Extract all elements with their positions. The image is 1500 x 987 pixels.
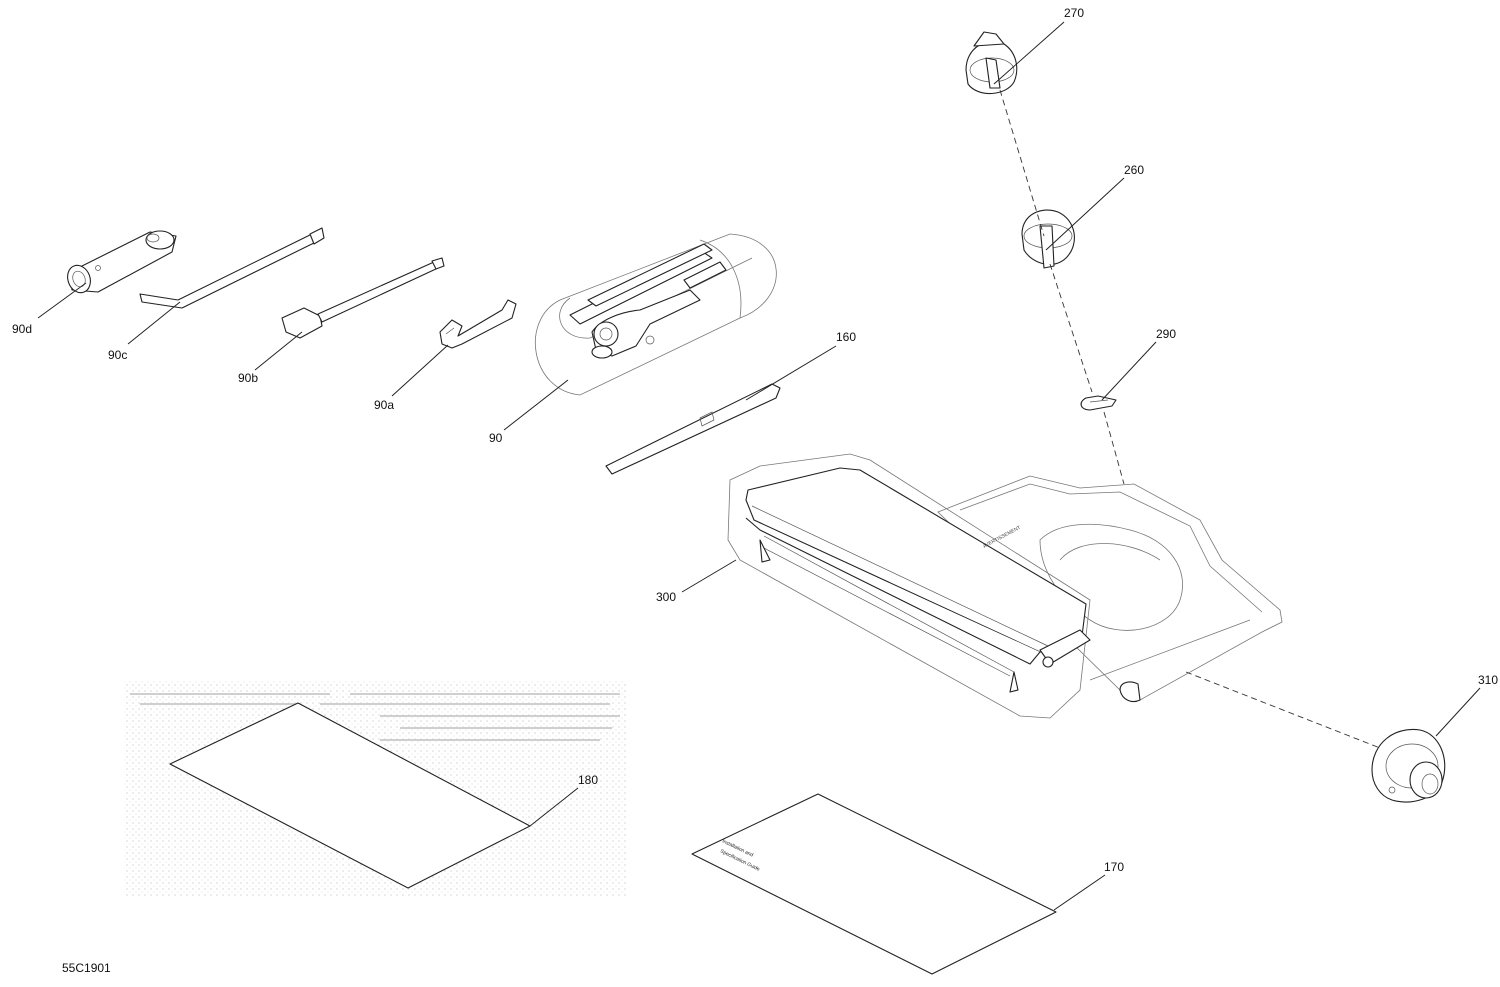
callout-290: 290: [1156, 327, 1176, 341]
part-170-manual-booklet: Installation and Specification Guide: [691, 793, 1057, 975]
part-90-tool-bag: [535, 233, 777, 396]
callout-310: 310: [1478, 673, 1498, 687]
callout-180: 180: [578, 773, 598, 787]
part-90c-bent-bar: [139, 227, 325, 309]
part-90a-wrench: [439, 299, 517, 349]
callout-90a: 90a: [374, 398, 394, 412]
callout-90d: 90d: [12, 322, 32, 336]
part-270-knob: [965, 31, 1018, 95]
svg-text:AVERTISSEMENT: AVERTISSEMENT: [982, 525, 1022, 550]
callout-90: 90: [489, 431, 503, 445]
part-300-seat-assembly: AVERTISSEMENT: [727, 453, 1283, 719]
leader-lines: [37, 21, 1481, 911]
part-90b-screwdriver: [281, 257, 445, 339]
callout-270: 270: [1064, 6, 1084, 20]
callout-300: 300: [656, 590, 676, 604]
callout-160: 160: [836, 330, 856, 344]
callout-90b: 90b: [238, 371, 258, 385]
part-90d-socket-wrench: [67, 230, 177, 294]
part-160-flat-tool: [605, 383, 781, 475]
part-310-cap: [1371, 728, 1446, 803]
part-260-knob: [1021, 209, 1075, 269]
drawing-code: 55C1901: [62, 961, 111, 975]
callout-labels: 270 260 290 160 90d 90c 90b 90a 90 300 3…: [12, 6, 1498, 874]
assembly-axis-lines: [999, 89, 1381, 749]
callout-90c: 90c: [108, 348, 127, 362]
callout-260: 260: [1124, 163, 1144, 177]
part-290-clip: [1080, 395, 1117, 411]
part-180-decal-sheet: [124, 680, 626, 897]
callout-170: 170: [1104, 860, 1124, 874]
